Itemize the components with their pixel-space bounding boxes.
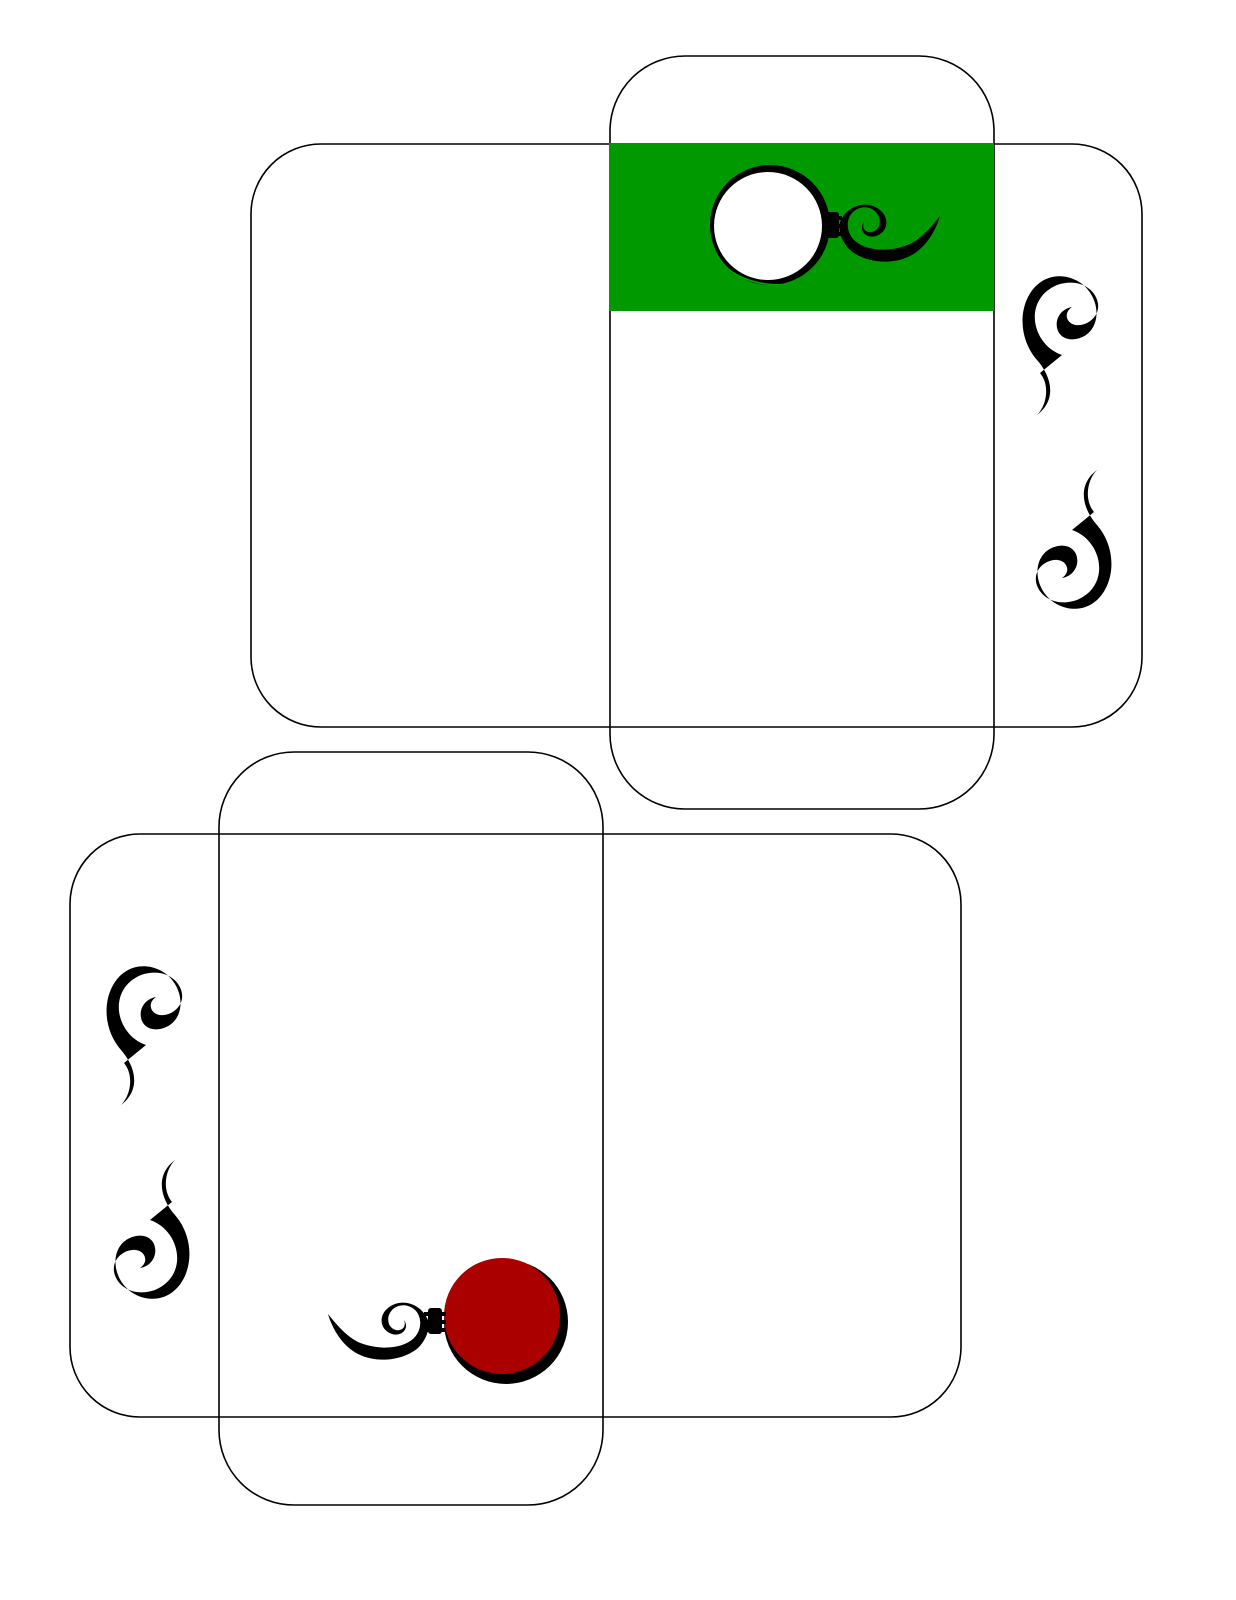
- swirl-icon: [1035, 470, 1112, 609]
- swirl-icon: [1022, 276, 1099, 415]
- bottom-template: [69, 751, 962, 1506]
- swirl-icon: [113, 1160, 190, 1299]
- window-ornament-icon: [710, 165, 940, 286]
- top-template: [250, 55, 1143, 810]
- swirl-icon: [106, 966, 183, 1105]
- bottom-strip-outline: [218, 751, 604, 1506]
- red-ornament-icon: [328, 1258, 568, 1384]
